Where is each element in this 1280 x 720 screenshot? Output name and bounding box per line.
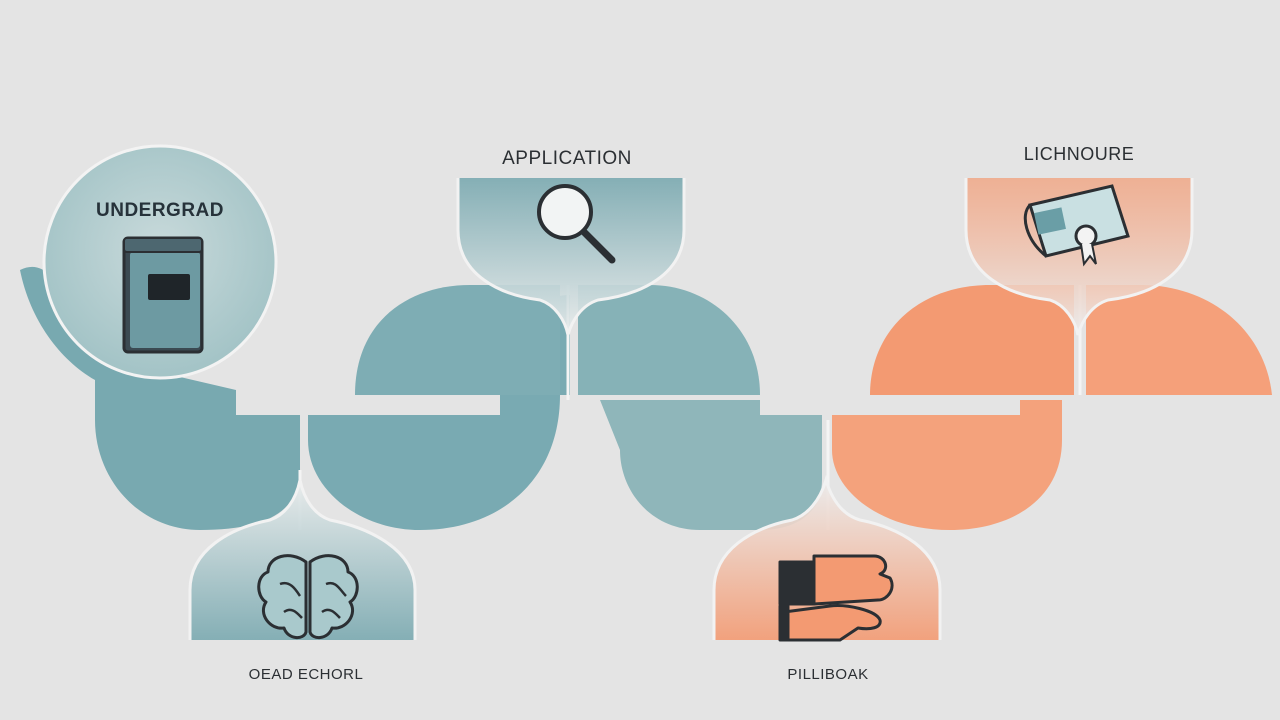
- magnifier-icon: [537, 184, 616, 264]
- certificate-icon: [1023, 184, 1130, 267]
- stage-label-application: APPLICATION: [502, 148, 632, 169]
- wave-hump-application-left: [355, 285, 560, 395]
- handshake-icon: [778, 554, 894, 642]
- stage-label-undergrad: UNDERGRAD: [96, 200, 224, 221]
- wave-segment-4: [832, 400, 1062, 530]
- stage-label-grad-school: OEAD ECHORL: [248, 666, 364, 683]
- stage-label-fellowship: PILLIBOAK: [787, 666, 869, 683]
- application-pod: [456, 178, 686, 336]
- wave-hump-application-right: [578, 285, 760, 395]
- wave-hump-licensure-right: [1086, 285, 1272, 395]
- wave-hump-licensure-left: [870, 285, 1074, 395]
- licensure-pod: [964, 178, 1194, 336]
- brain-icon: [257, 554, 359, 639]
- book-icon: [122, 236, 204, 354]
- wave-band: [20, 266, 1272, 530]
- wave-segment-3: [600, 400, 822, 530]
- stage-label-licensure: LICHNOURE: [1023, 144, 1135, 164]
